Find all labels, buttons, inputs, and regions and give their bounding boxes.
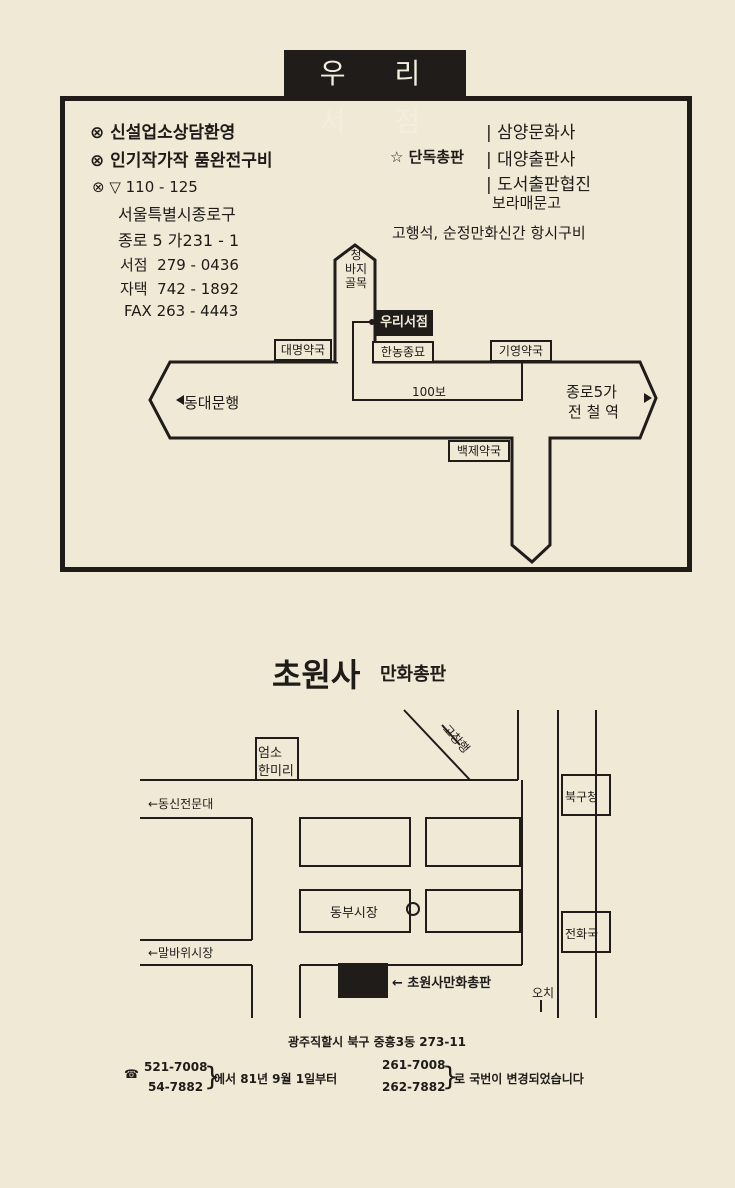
jeonhwa-label: 전화국 — [565, 927, 599, 941]
postal-code: ⊗ ▽ 110 - 125 — [92, 178, 198, 196]
alley-label: 청 바지 골목 — [344, 248, 368, 290]
right-destination-2: 전 철 역 — [568, 403, 619, 421]
daemyeong-label: 대명약국 — [274, 339, 332, 361]
tagline: 고행석, 순정만화신간 항시구비 — [392, 224, 586, 242]
new-phone-2: 262-7882 — [382, 1080, 446, 1094]
phone-store: 서점 279 - 0436 — [120, 256, 239, 274]
exclusive-label: ☆ 단독총판 — [390, 148, 464, 166]
giyoung-label: 기영약국 — [490, 340, 552, 362]
hannong-label: 한농종묘 — [372, 341, 434, 363]
shop2-address: 광주직할시 북구 중흥3동 273-11 — [288, 1035, 467, 1049]
change-text-1: 에서 81년 9월 1일부터 — [214, 1072, 338, 1086]
dongsin-label: ←동신전문대 — [148, 797, 214, 811]
right-destination-1: 종로5가 — [566, 383, 617, 401]
feature-1: ⊗ 신설업소상담환영 — [90, 123, 236, 143]
shop1-location: 우리서점 — [375, 310, 433, 336]
malba-label: ←말바위시장 — [148, 946, 214, 960]
address-line1: 서울특별시종로구 — [118, 205, 236, 224]
feature-2: ⊗ 인기작가작 품완전구비 — [90, 151, 273, 171]
shop-title-banner: 우 리 서 점 — [284, 50, 466, 138]
publisher-1: | 삼양문화사 — [486, 123, 576, 143]
new-phone-1: 261-7008 — [382, 1058, 446, 1072]
change-text-2: 로 국번이 변경되었습니다 — [454, 1072, 584, 1086]
shop2-title: 초원사 — [272, 656, 361, 694]
phone-fax: FAX 263 - 4443 — [124, 302, 239, 320]
brace-1: } — [204, 1062, 221, 1092]
bukgu-label: 북구청 — [565, 790, 599, 804]
phone-home: 자택 742 - 1892 — [120, 280, 239, 298]
old-phone-2: 54-7882 — [148, 1080, 204, 1094]
old-phone-1: 521-7008 — [144, 1060, 208, 1074]
shop-ad-frame — [60, 96, 692, 572]
address-line2: 종로 5 가231 - 1 — [118, 231, 240, 250]
dongbu-label: 동부시장 — [330, 906, 378, 921]
sosi-label-2: 한미리 — [258, 764, 294, 779]
shop2-location: ← 초원사만화총판 — [392, 976, 492, 991]
ochi-label: 오치 — [532, 986, 555, 1000]
shop2-subtitle: 만화총판 — [380, 664, 447, 685]
distance-label: 100보 — [412, 385, 446, 399]
publisher-3: | 도서출판협진 — [486, 175, 591, 195]
publisher-2: | 대양출판사 — [486, 150, 576, 170]
publisher-4: 보라매문고 — [492, 194, 562, 212]
phone-icon: ☎ — [124, 1067, 139, 1081]
sosi-label-1: 엄소 — [258, 746, 282, 761]
baekje-label: 백제약국 — [448, 440, 510, 462]
left-destination: 동대문행 — [184, 394, 240, 412]
brace-2: } — [442, 1062, 459, 1092]
